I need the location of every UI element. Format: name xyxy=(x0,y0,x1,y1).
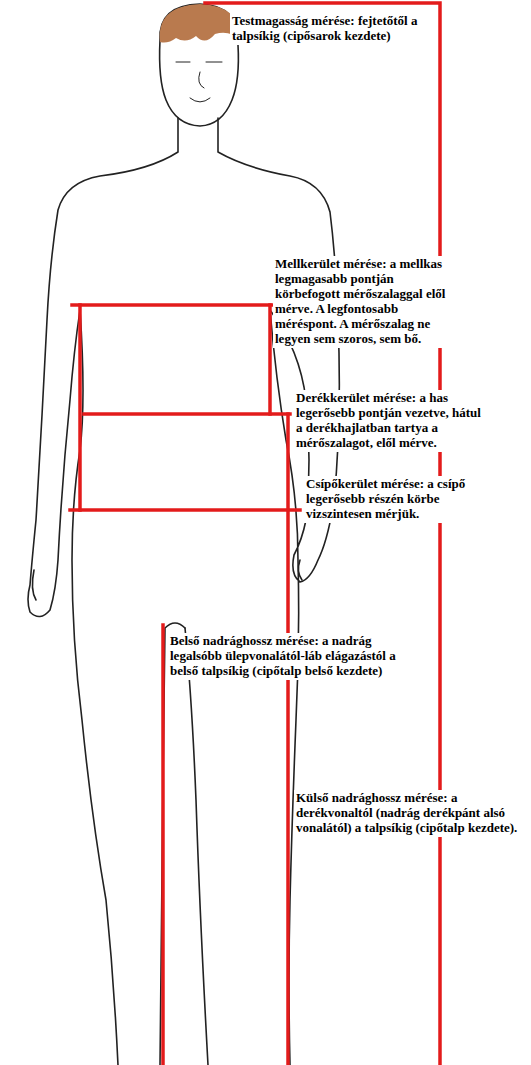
inner-leg-right xyxy=(185,628,208,1065)
torso-side-left xyxy=(78,305,82,510)
hand-left xyxy=(32,570,36,600)
measurement-note: Csípőkerület mérése: a csípő legerősebb … xyxy=(304,476,486,523)
measurement-note: Külső nadrághossz mérése: a derékvonaltó… xyxy=(294,790,524,837)
measurement-note: Belső nadrághossz mérése: a nadrág legal… xyxy=(168,633,410,680)
measurement-note: Testmagasság mérése: fejtetőtől a talpsí… xyxy=(230,13,428,45)
height-line xyxy=(205,3,440,1065)
inner-leg-left xyxy=(160,623,185,1065)
measurement-note: Derékkerület mérése: a has legerősebb po… xyxy=(294,390,484,452)
measurement-note: Mellkerület mérése: a mellkas legmagasab… xyxy=(273,256,463,348)
outer-leg-line xyxy=(286,414,290,1065)
hair xyxy=(160,4,240,43)
face-mouth xyxy=(190,98,210,102)
waist-line xyxy=(84,412,290,416)
chest-line xyxy=(72,303,272,307)
face-nose xyxy=(199,72,204,88)
torso-side-right xyxy=(268,305,272,414)
hand-right xyxy=(298,560,302,580)
hip-line xyxy=(70,508,300,512)
face-eyes xyxy=(176,62,222,63)
body-outline-left xyxy=(28,118,178,1065)
inner-leg-line xyxy=(161,625,165,1065)
